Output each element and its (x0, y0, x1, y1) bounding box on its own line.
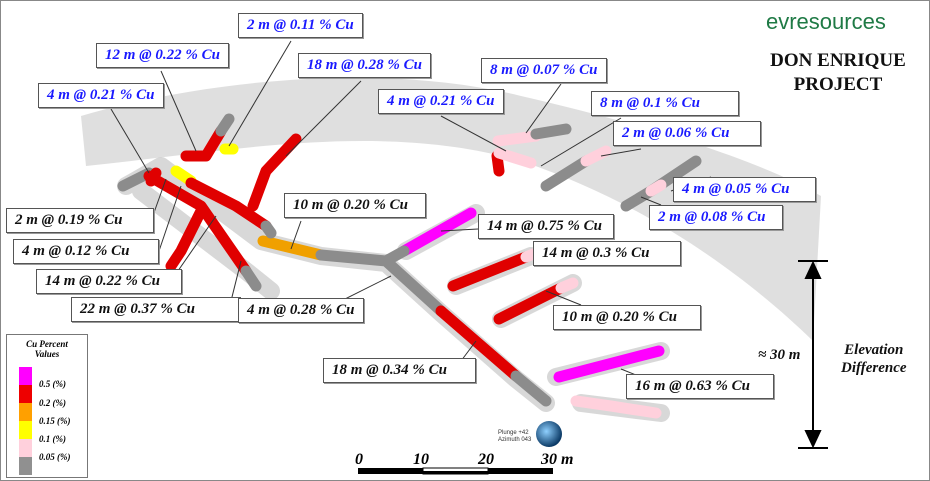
elevation-label-line1: Elevation (844, 342, 904, 358)
drillhole-branch-magenta (398, 207, 477, 257)
drillhole-segment (530, 123, 572, 140)
intercept-label: 18 m @ 0.28 % Cu (298, 53, 431, 78)
legend-label: 0.15 (%) (39, 416, 71, 426)
drillhole-main-red (435, 305, 522, 382)
elevation-label-line2: Difference (841, 360, 907, 376)
drillhole-12m-red (180, 125, 227, 162)
legend-label: 0.05 (%) (39, 452, 71, 462)
drillhole-segment (260, 220, 277, 239)
drillhole-segment (185, 177, 272, 232)
project-title-line1: DON ENRIQUE (770, 50, 906, 71)
drillhole-18m-red (247, 133, 302, 212)
drillhole-segment (240, 265, 262, 292)
intercept-label: 10 m @ 0.20 % Cu (284, 193, 426, 218)
project-title-line2: PROJECT (793, 74, 883, 95)
intercept-label: 4 m @ 0.12 % Cu (13, 239, 159, 264)
legend-title-line1: Cu Percent (26, 339, 68, 349)
intercept-label: 14 m @ 0.75 % Cu (478, 214, 614, 239)
intercept-label: 18 m @ 0.34 % Cu (323, 358, 476, 383)
legend-title-line2: Values (34, 349, 60, 359)
drillhole-16m-magenta (553, 345, 665, 383)
evresources-logo: evresources (766, 9, 886, 34)
drillhole-segment (493, 147, 537, 169)
drillhole-segment (165, 205, 207, 272)
scale-tick: 0 (355, 451, 363, 468)
drillhole-4m-red (491, 150, 505, 177)
scale-bar (358, 467, 553, 475)
drillhole-main-tail (510, 370, 552, 407)
legend-label: 0.2 (%) (39, 398, 66, 408)
scale-tick: 10 (413, 451, 429, 468)
plunge-text: Plunge +42 (498, 430, 529, 436)
legend-swatch-magenta (19, 367, 32, 385)
intercept-label: 2 m @ 0.11 % Cu (238, 13, 363, 38)
drillhole-segment (540, 155, 592, 192)
legend-label: 0.1 (%) (39, 434, 66, 444)
drillhole-segment (555, 277, 579, 294)
orientation-readout: Plunge +42 Azimuth 043 (498, 430, 531, 444)
drillhole-segment (645, 179, 667, 197)
intercept-label: 12 m @ 0.22 % Cu (96, 43, 229, 68)
intercept-label: 16 m @ 0.63 % Cu (626, 374, 774, 399)
intercept-label: 2 m @ 0.08 % Cu (649, 205, 783, 230)
drillhole-segment (570, 395, 662, 419)
legend-swatch-orange (19, 403, 32, 421)
drillhole-8m-pink (492, 130, 542, 147)
drillhole-14m-red (447, 251, 532, 292)
legend-label: 0.5 (%) (39, 379, 66, 389)
project-title: DON ENRIQUE PROJECT (753, 49, 923, 97)
intercept-label: 4 m @ 0.21 % Cu (38, 83, 164, 108)
azimuth-text: Azimuth 043 (498, 437, 532, 443)
orientation-globe-icon (536, 421, 562, 447)
intercept-label: 14 m @ 0.3 % Cu (533, 241, 681, 266)
intercept-label: 2 m @ 0.06 % Cu (613, 121, 761, 146)
intercept-label: 4 m @ 0.21 % Cu (378, 89, 504, 114)
drillhole-segment (380, 245, 410, 267)
legend-swatch-gray (19, 457, 32, 475)
elevation-arrow (798, 260, 828, 449)
drillhole-main-orange (257, 235, 327, 261)
scale-tick: 30 m (541, 451, 574, 468)
legend-swatch-yellow (19, 421, 32, 439)
intercept-label: 22 m @ 0.37 % Cu (71, 297, 241, 322)
elevation-value: ≈ 30 m (758, 347, 801, 363)
drillhole-segment (215, 113, 235, 137)
elevation-label: Elevation Difference (841, 341, 907, 377)
legend-swatch-red (19, 385, 32, 403)
drillhole-segment (580, 145, 612, 167)
intercept-label: 8 m @ 0.07 % Cu (481, 58, 607, 83)
intercept-label: 4 m @ 0.28 % Cu (238, 298, 364, 323)
intercept-label: 2 m @ 0.19 % Cu (6, 208, 154, 233)
intercept-label: 14 m @ 0.22 % Cu (36, 269, 182, 294)
intercept-label: 10 m @ 0.20 % Cu (553, 305, 701, 330)
legend-swatch-pink (19, 439, 32, 457)
leader-lines (110, 40, 712, 382)
drillhole-segment (145, 167, 162, 187)
intercept-label: 4 m @ 0.05 % Cu (673, 177, 816, 202)
intercept-label: 8 m @ 0.1 % Cu (591, 91, 739, 116)
drillholes (117, 113, 702, 422)
scale-tick: 20 (478, 451, 494, 468)
